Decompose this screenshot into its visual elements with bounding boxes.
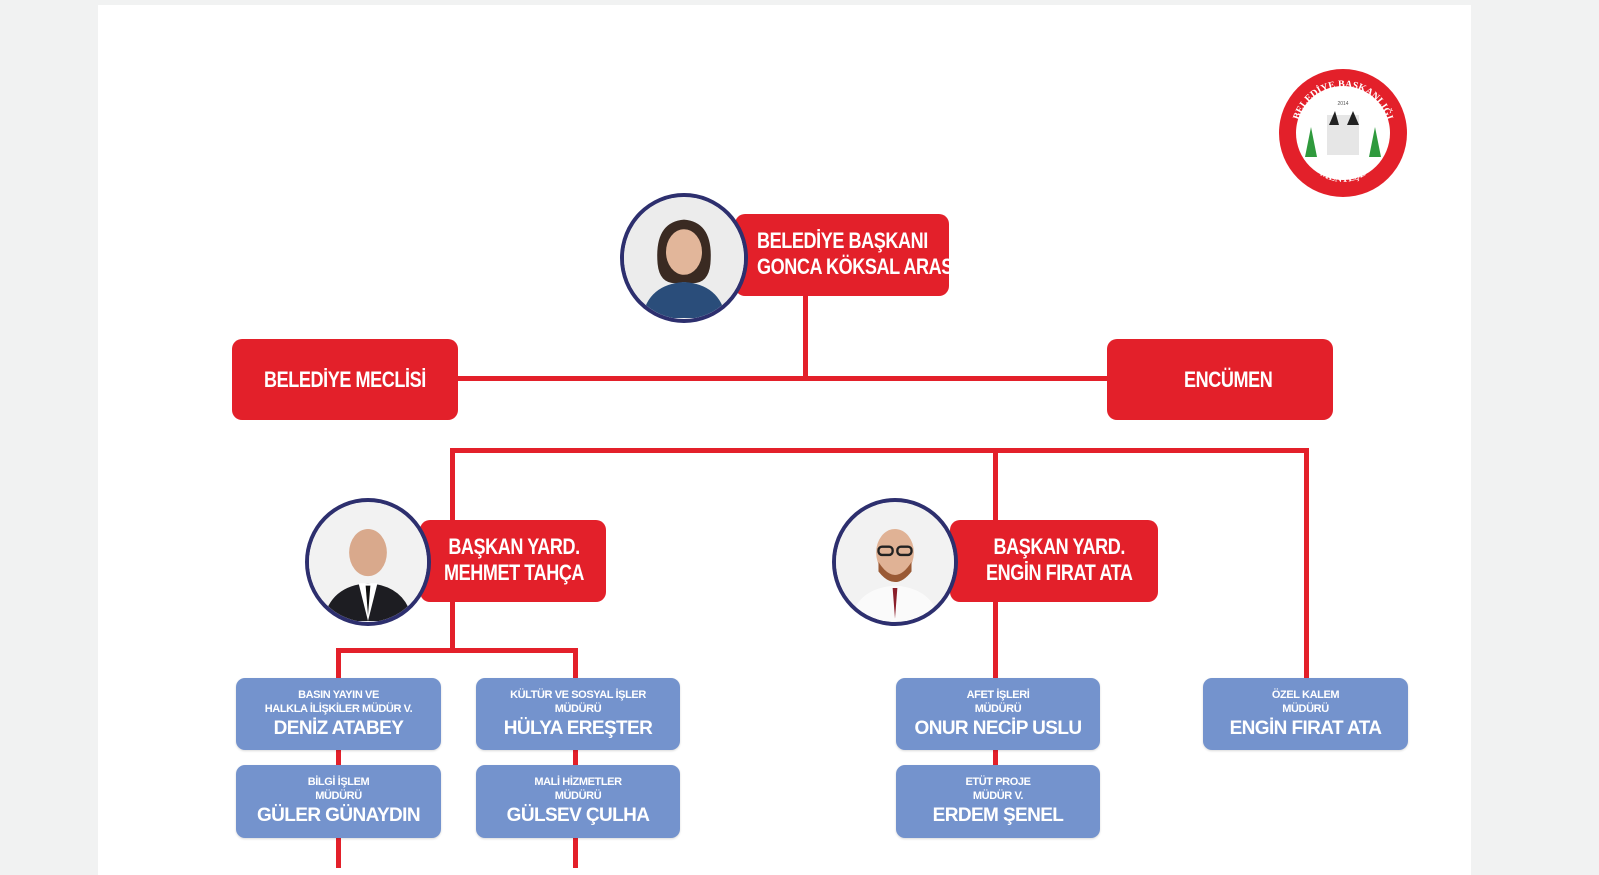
unit-box: BİLGİ İŞLEM MÜDÜRÜ GÜLER GÜNAYDIN bbox=[236, 765, 441, 838]
mayor-box: BELEDİYE BAŞKANI GONCA KÖKSAL ARAS bbox=[735, 214, 953, 296]
connector-line bbox=[336, 648, 578, 653]
unit-title: MÜDÜRÜ bbox=[554, 702, 602, 715]
unit-title: MÜDÜRÜ bbox=[974, 702, 1022, 715]
unit-title: AFET İŞLERİ bbox=[966, 688, 1030, 701]
mayor-title: BELEDİYE BAŞKANI bbox=[757, 228, 928, 253]
unit-title: MÜDÜRÜ bbox=[315, 790, 362, 802]
unit-name: GÜLER GÜNAYDIN bbox=[257, 805, 421, 826]
unit-title: MÜDÜRÜ bbox=[1282, 702, 1329, 715]
deputy-box: BAŞKAN YARD. ENGİN FIRAT ATA bbox=[950, 520, 1158, 602]
mayor-name: GONCA KÖKSAL ARAS bbox=[757, 254, 953, 279]
municipality-logo: BELEDİYE BAŞKANLIĞI MENTEŞE 2014 bbox=[1279, 69, 1407, 197]
deputy-title: BAŞKAN YARD. bbox=[993, 534, 1126, 559]
connector-line bbox=[336, 648, 341, 868]
deputy-name: ENGİN FIRAT ATA bbox=[986, 560, 1133, 585]
connector-line bbox=[450, 600, 455, 652]
council-label: BELEDİYE MECLİSİ bbox=[264, 367, 426, 392]
connector-line bbox=[450, 448, 455, 522]
committee-box: ENCÜMEN bbox=[1107, 339, 1333, 420]
unit-title: BİLGİ İŞLEM bbox=[307, 776, 370, 788]
deputy-photo bbox=[832, 498, 958, 626]
unit-box: MALİ HİZMETLER MÜDÜRÜ GÜLSEV ÇULHA bbox=[476, 765, 680, 838]
deputy-title: BAŞKAN YARD. bbox=[448, 534, 580, 559]
unit-title: KÜLTÜR VE SOSYAL İŞLER bbox=[510, 688, 646, 701]
unit-box: BASIN YAYIN VE HALKLA İLİŞKİLER MÜDÜR V.… bbox=[236, 678, 441, 750]
committee-label: ENCÜMEN bbox=[1184, 367, 1273, 392]
connector-line bbox=[993, 448, 998, 522]
deputy-name: MEHMET TAHÇA bbox=[444, 560, 585, 585]
svg-text:MENTEŞE: MENTEŞE bbox=[1318, 168, 1368, 185]
unit-name: ENGİN FIRAT ATA bbox=[1229, 717, 1382, 739]
deputy-box: BAŞKAN YARD. MEHMET TAHÇA bbox=[420, 520, 606, 602]
unit-title: MÜDÜR V. bbox=[972, 790, 1024, 802]
unit-name: ONUR NECİP USLU bbox=[914, 717, 1083, 739]
unit-name: ERDEM ŞENEL bbox=[932, 805, 1064, 826]
unit-box: AFET İŞLERİ MÜDÜRÜ ONUR NECİP USLU bbox=[896, 678, 1100, 750]
unit-box: ÖZEL KALEM MÜDÜRÜ ENGİN FIRAT ATA bbox=[1203, 678, 1408, 750]
unit-title: BASIN YAYIN VE bbox=[298, 688, 379, 701]
unit-title: ÖZEL KALEM bbox=[1271, 688, 1340, 701]
mayor-photo bbox=[620, 193, 748, 323]
unit-title: MÜDÜRÜ bbox=[554, 790, 602, 802]
connector-line bbox=[573, 648, 578, 868]
unit-title: ETÜT PROJE bbox=[965, 776, 1031, 788]
deputy-photo bbox=[305, 498, 431, 626]
unit-box: ETÜT PROJE MÜDÜR V. ERDEM ŞENEL bbox=[896, 765, 1100, 838]
connector-line bbox=[1304, 448, 1309, 680]
unit-box: KÜLTÜR VE SOSYAL İŞLER MÜDÜRÜ HÜLYA EREŞ… bbox=[476, 678, 680, 750]
unit-title: MALİ HİZMETLER bbox=[534, 776, 622, 788]
council-box: BELEDİYE MECLİSİ bbox=[232, 339, 458, 420]
unit-name: DENİZ ATABEY bbox=[273, 717, 404, 739]
unit-title: HALKLA İLİŞKİLER MÜDÜR V. bbox=[264, 702, 413, 715]
unit-name: HÜLYA EREŞTER bbox=[503, 717, 653, 739]
connector-line bbox=[450, 448, 1308, 453]
svg-text:2014: 2014 bbox=[1337, 101, 1348, 107]
connector-line bbox=[803, 294, 808, 380]
connector-line bbox=[456, 376, 1108, 381]
unit-name: GÜLSEV ÇULHA bbox=[506, 805, 650, 826]
